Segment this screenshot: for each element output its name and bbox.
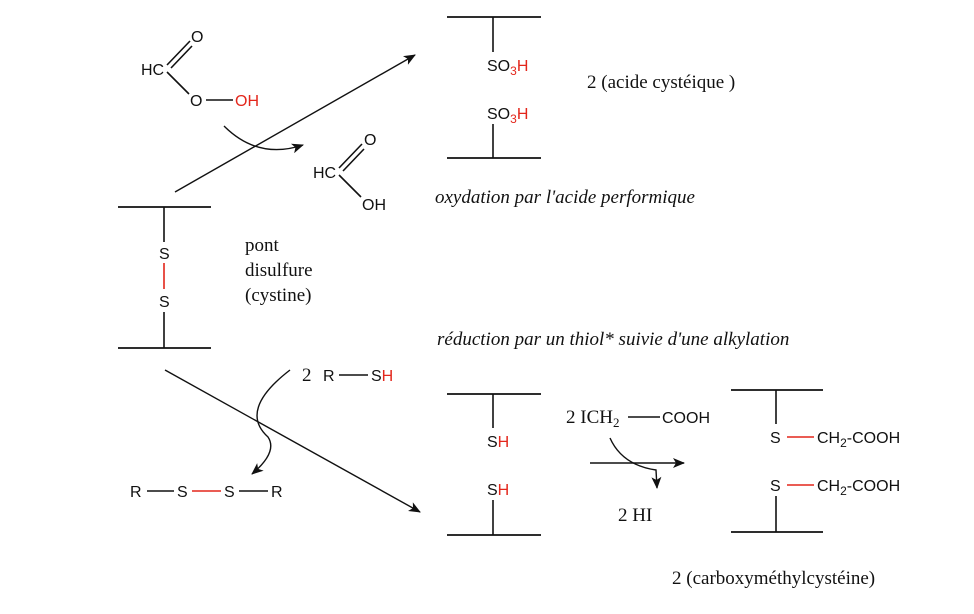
performic-hc-label: HC xyxy=(141,62,164,79)
rssr-r-left: R xyxy=(130,484,142,501)
iodoacetic-reagent: 2 ICH2 COOH xyxy=(566,407,710,430)
reduction-caption: réduction par un thiol* suivie d'une alk… xyxy=(437,329,789,350)
performic-c-o-single-bond xyxy=(166,71,190,95)
cysteine-sh-top: SH xyxy=(487,434,509,451)
cysteine-sh-bottom: SH xyxy=(487,482,509,499)
hi-byproduct: 2 HI xyxy=(618,505,652,526)
formic-c-oh-bond xyxy=(338,174,362,198)
formic-acid: HC O OH xyxy=(313,132,386,214)
performic-ether-o: O xyxy=(190,93,202,110)
cysteine-structure: SH SH xyxy=(447,393,541,536)
curved-arrow-hi xyxy=(609,437,662,489)
rssr-r-right: R xyxy=(271,484,283,501)
performic-carbonyl-o: O xyxy=(191,29,203,46)
performic-acid: HC O O OH xyxy=(141,29,259,110)
reduction-arrow xyxy=(164,369,421,513)
bridge-label-line1: pont xyxy=(245,235,280,256)
cmc-ch2cooh-bottom: CH2-COOH xyxy=(817,478,900,498)
cystine-s-top: S xyxy=(159,246,170,263)
thiol-sh: SH xyxy=(371,368,393,385)
thiol-r: R xyxy=(323,368,335,385)
rssr-s-right: S xyxy=(224,484,235,501)
oxidation-arrow xyxy=(174,54,416,193)
formic-c-o-bond-1 xyxy=(338,143,363,169)
carboxymethylcysteine-label: 2 (carboxyméthylcystéine) xyxy=(672,568,875,589)
so3h-bottom: SO3H xyxy=(487,106,528,126)
thiol-coefficient: 2 xyxy=(302,365,312,386)
curved-arrow-performic xyxy=(223,125,304,154)
performic-c-o-bond-1 xyxy=(166,40,191,66)
thiol-reagent: 2 R SH xyxy=(302,365,393,386)
cmc-s-bottom: S xyxy=(770,478,781,495)
formic-carbonyl-o: O xyxy=(364,132,376,149)
bridge-label-line3: (cystine) xyxy=(245,285,311,306)
performic-oh-label: OH xyxy=(235,93,259,110)
carboxymethylcysteine-structure: S CH2-COOH S CH2-COOH xyxy=(731,389,900,533)
formic-c-o-bond-2 xyxy=(342,148,365,172)
cystine-s-bottom: S xyxy=(159,294,170,311)
cysteic-acid-label: 2 (acide cystéique ) xyxy=(587,72,735,93)
performic-c-o-bond-2 xyxy=(170,45,193,69)
bridge-label-line2: disulfure xyxy=(245,260,313,281)
so3h-top: SO3H xyxy=(487,58,528,78)
iodoacetic-cooh: COOH xyxy=(662,410,710,427)
iodoacetic-prefix: 2 ICH2 xyxy=(566,407,619,430)
cmc-ch2cooh-top: CH2-COOH xyxy=(817,430,900,450)
oxidation-caption: oxydation par l'acide performique xyxy=(435,187,695,208)
formic-oh-label: OH xyxy=(362,197,386,214)
formic-hc-label: HC xyxy=(313,165,336,182)
cystine-structure: S S xyxy=(118,206,211,349)
curved-arrow-thiol xyxy=(251,369,291,475)
cmc-s-top: S xyxy=(770,430,781,447)
disulfide-byproduct: R S S R xyxy=(130,484,283,501)
cysteic-acid-structure: SO3H SO3H xyxy=(447,16,541,159)
rssr-s-left: S xyxy=(177,484,188,501)
